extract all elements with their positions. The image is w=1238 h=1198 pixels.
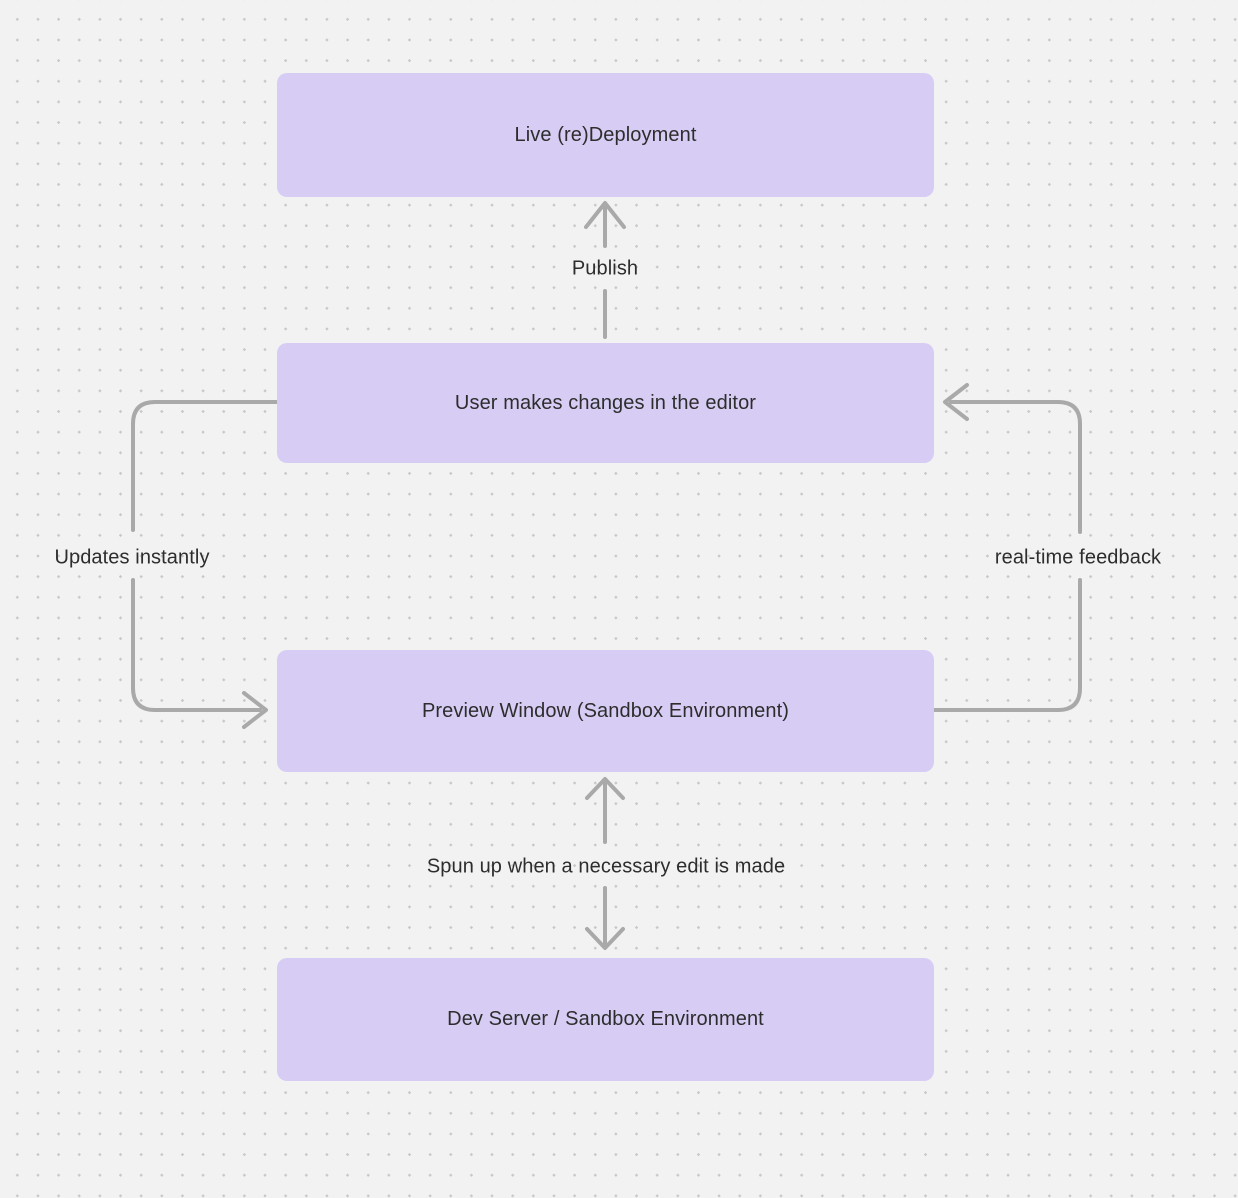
arrowhead-left-icon (943, 383, 969, 421)
edge-label-spun-up: Spun up when a necessary edit is made (426, 855, 786, 878)
arrowhead-right-icon (242, 691, 268, 729)
node-preview-window: Preview Window (Sandbox Environment) (277, 650, 934, 772)
edge-publish-arrow (584, 201, 626, 339)
arrowhead-down-icon (585, 927, 625, 950)
edge-realtime-feedback-arrow (932, 383, 1082, 712)
arrowhead-up-icon (584, 201, 626, 229)
node-live-redeployment: Live (re)Deployment (277, 73, 934, 197)
edge-label-realtime-feedback: real-time feedback (994, 546, 1162, 569)
node-user-makes-changes: User makes changes in the editor (277, 343, 934, 463)
edge-spun-up-arrow (585, 777, 625, 950)
edge-label-updates-instantly: Updates instantly (54, 546, 210, 569)
arrowhead-up-icon (585, 777, 625, 800)
edge-updates-instantly-arrow (131, 400, 279, 729)
edge-label-publish: Publish (571, 257, 639, 280)
node-dev-server: Dev Server / Sandbox Environment (277, 958, 934, 1081)
